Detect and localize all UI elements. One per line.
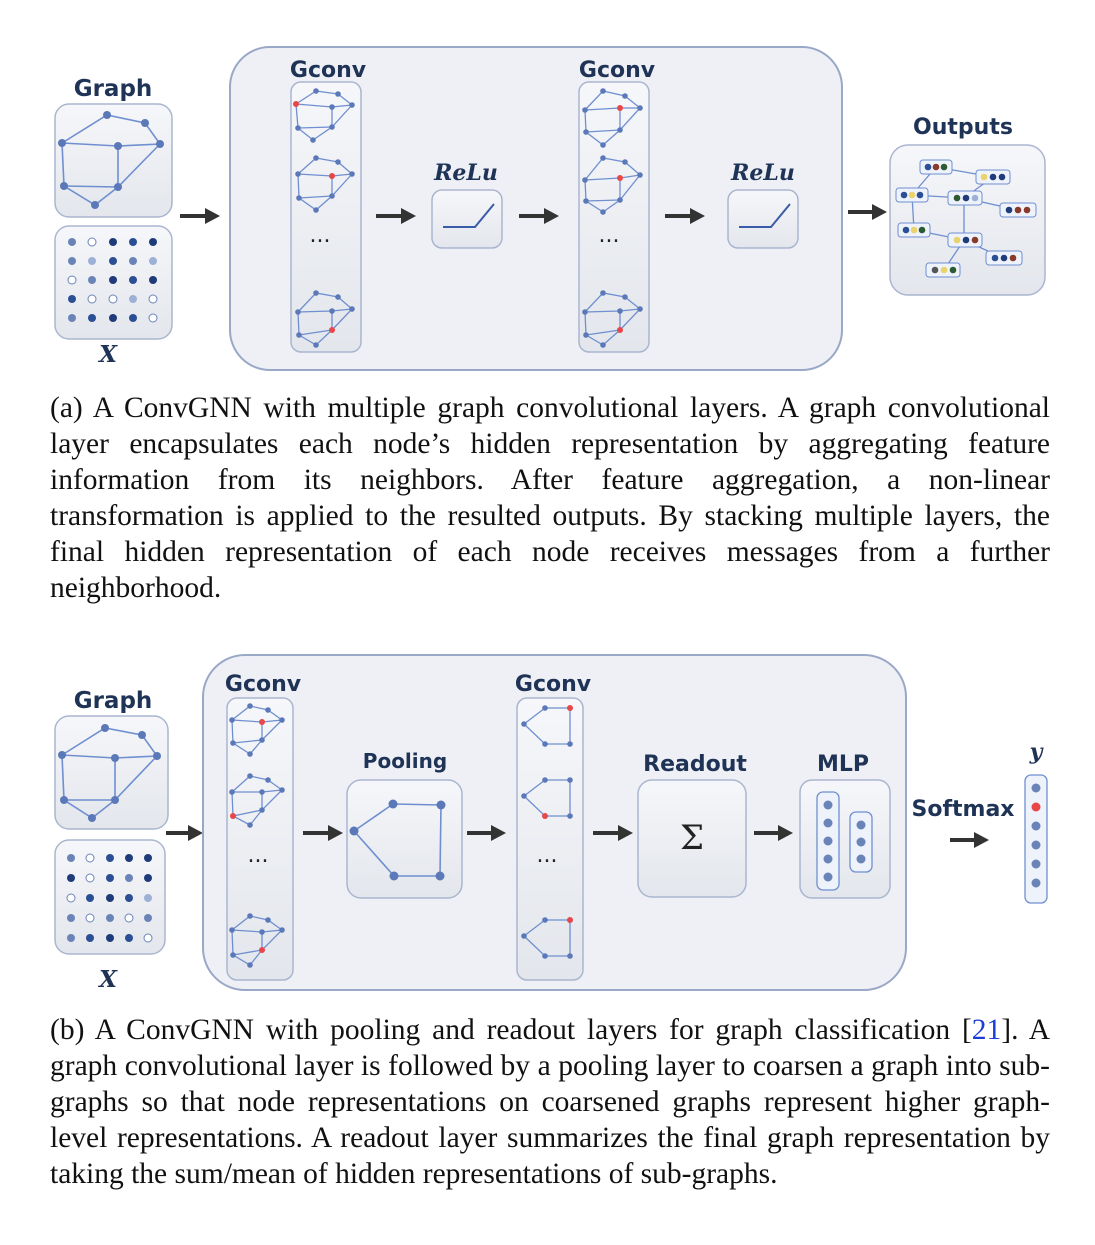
graph-input-box [54,103,173,218]
softmax-label: Softmax [911,797,1014,822]
arrow-readout-mlp [754,825,793,841]
x-label: X [97,966,118,993]
gconv-1-ellipsis: ... [310,223,331,248]
arrow-to-outputs [848,204,887,220]
gconv-1-ellipsis: ... [248,843,269,868]
gconv-1-column [290,81,362,353]
mlp-layer-1-neurons [823,800,833,882]
gconv-2-label: Gconv [515,672,592,697]
gconv-1-label: Gconv [225,672,302,697]
arrow-softmax [950,832,989,848]
graph-input-box [54,715,169,830]
gconv-1-nodes [229,703,285,968]
graph-input-nodes [58,111,164,209]
caption-b-prefix: (b) A ConvGNN with pooling and readout l… [50,1014,972,1046]
mlp-layer-2-neurons [856,820,866,864]
figure-b-diagram: Graph X Gconv [54,654,1048,993]
caption-b-suffix: ]. A graph convolutional layer is follow… [50,1014,1051,1190]
output-vector [1024,774,1048,904]
model-panel [229,46,843,371]
pooling-label: Pooling [363,749,447,773]
relu-2-label: ReLu [730,160,795,186]
arrow-gconv2-relu [665,208,705,224]
arrow-to-model [166,825,203,841]
graph-label: Graph [74,688,153,714]
readout-sum-symbol: Σ [680,818,704,858]
gconv-1-nodes [293,88,355,348]
y-label: y [1029,739,1045,765]
relu-1-box [431,189,503,249]
caption-b: (b) A ConvGNN with pooling and readout l… [50,1012,1050,1192]
gconv-1-label: Gconv [290,58,367,83]
relu-1-curve [443,203,495,228]
output-node-vectors [895,159,1037,278]
arrow-gconv1-pooling [303,825,343,841]
outputs-label: Outputs [913,115,1013,140]
relu-2-curve [739,203,791,228]
readout-label: Readout [643,752,747,777]
arrow-pooling-gconv2 [467,825,506,841]
arrow-to-model [180,208,220,224]
readout-box [637,779,747,898]
caption-a: (a) A ConvGNN with multiple graph convol… [50,392,1050,604]
relu-2-box [727,189,799,249]
arrow-gconv2-readout [593,825,633,841]
arrow-gconv1-relu [376,208,416,224]
gconv-2-ellipsis: ... [599,223,620,248]
pooling-box [346,779,463,899]
figure-a-diagram: Graph X Gconv [54,46,1046,371]
citation-link[interactable]: 21 [971,1014,1002,1046]
output-vector-entries [1031,783,1041,888]
x-label: X [97,341,118,368]
arrow-relu1-gconv2 [519,208,559,224]
pooling-graph-edges [353,803,442,877]
gconv-2-label: Gconv [579,58,656,83]
graph-label: Graph [74,76,153,102]
mlp-label: MLP [817,752,869,777]
gconv-2-ellipsis: ... [537,843,558,868]
mlp-box [799,779,891,899]
gconv-2-column [578,81,650,353]
relu-1-label: ReLu [433,160,498,186]
gconv-2-graphs [523,707,571,957]
figure-b: Graph X Gconv [0,640,1095,1240]
feature-matrix-dots [66,853,153,943]
gconv-2-column [516,697,584,981]
gconv-2-nodes [582,88,643,348]
gconv-1-column [226,697,294,981]
graph-input-nodes [58,724,161,822]
figure-a: Graph X Gconv [0,0,1095,620]
pooling-graph-nodes [349,799,446,881]
gconv-2-nodes [521,705,573,959]
graph-input-edges [61,114,162,206]
feature-matrix-dots [67,237,158,323]
gconv-1-graphs [295,90,354,346]
